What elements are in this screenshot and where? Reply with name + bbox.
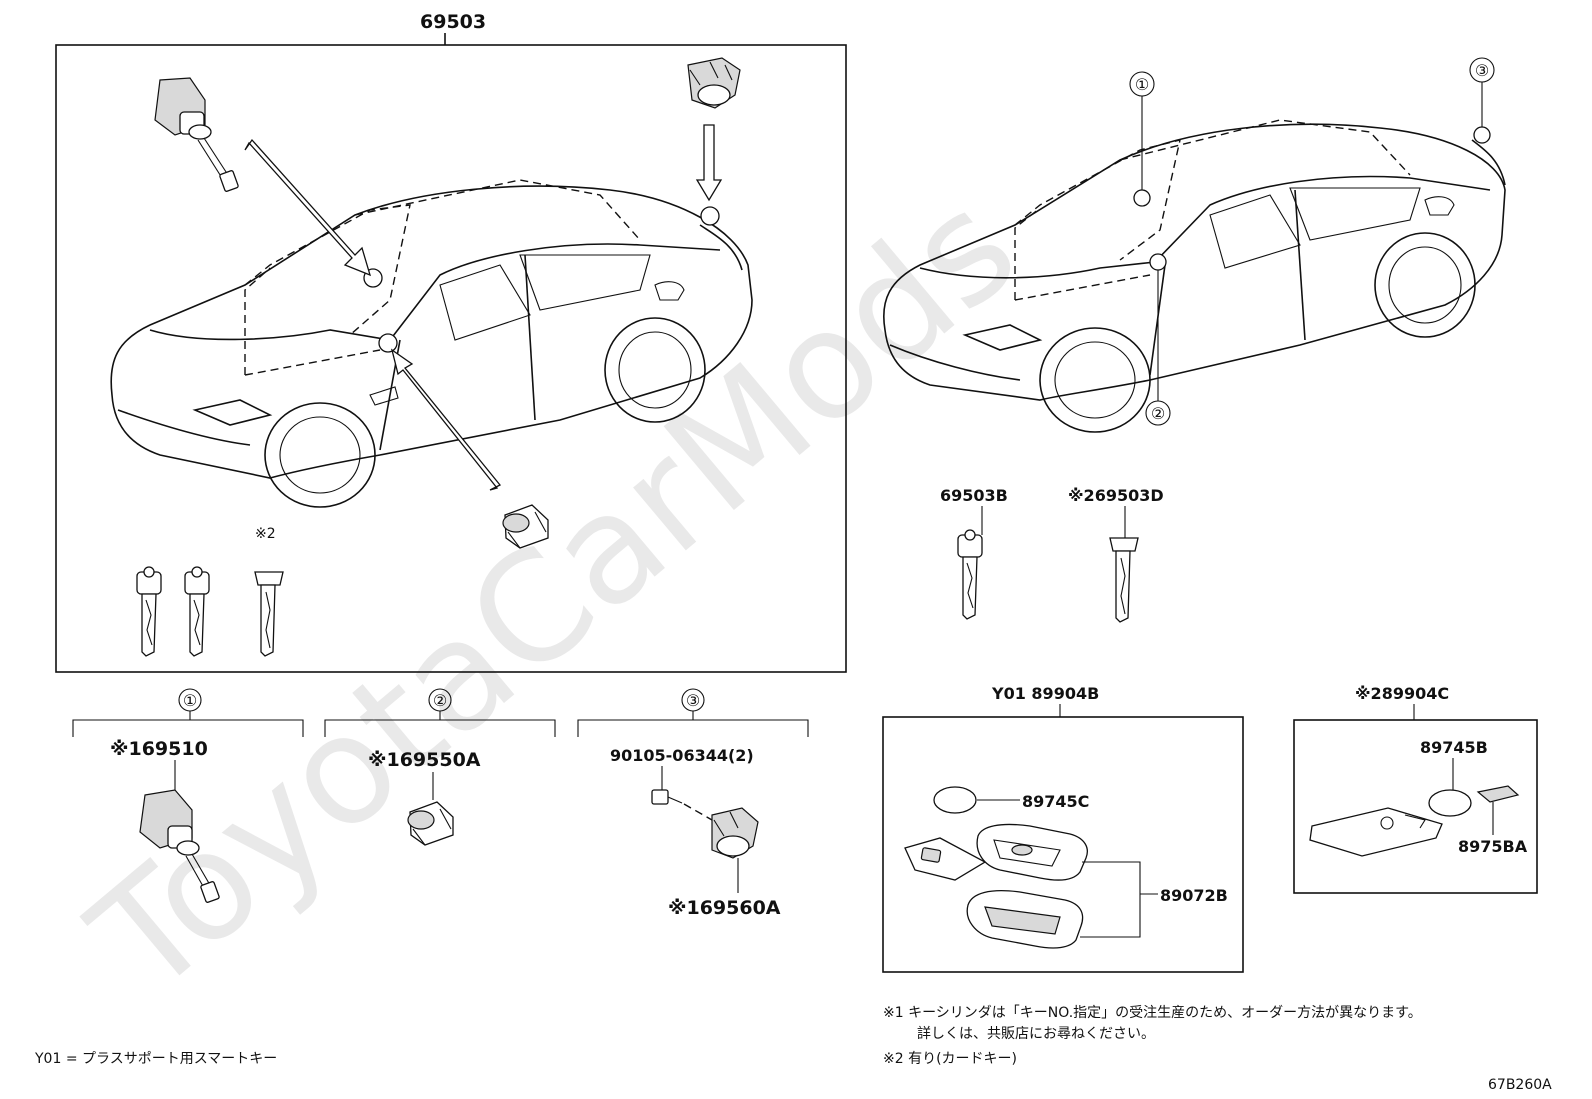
smart-key-bottom-case-icon [966,890,1084,949]
right-lock-point-3 [1473,126,1491,144]
part-69503D: ※269503D [1068,486,1164,505]
smart-key-title: Y01 89904B [991,684,1099,703]
key-3-mark: ※2 [255,526,276,542]
notes: ※1 キーシリンダは「キーNO.指定」の受注生産のため、オーダー方法が異なります… [34,1005,1552,1093]
right-callout-3: ③ [1475,61,1489,80]
part-69550A: ※169550A [368,749,481,771]
right-lock-point-2 [1149,253,1167,271]
main-part-number: 69503 [420,11,486,33]
card-key-group: ※289904C 89745B 8975BA [1293,684,1538,894]
key-3-card-blade-icon [254,571,284,657]
group-3: ③ 90105-06344(2) ※169560A [577,688,809,919]
right-keys: 69503B ※269503D [940,486,1164,623]
part-69503B: 69503B [940,486,1008,505]
group-2: ② ※169550A [324,688,556,846]
car-drawing-right [883,119,1506,433]
door-cylinder-detail-icon [407,801,454,846]
note-y01: Y01 = プラスサポート用スマートキー [34,1051,277,1067]
group-1: ① ※169510 [72,688,304,903]
part-90105-06344: 90105-06344(2) [610,746,754,765]
cover-8975BA-icon [1476,785,1520,803]
arrow-trunk [695,124,723,202]
card-key-title: ※289904C [1355,684,1449,703]
battery-89745C-icon [933,786,977,814]
arrow-door [390,348,502,491]
part-89745C: 89745C [1022,792,1089,811]
trunk-lock-detail-icon [711,807,759,859]
ignition-cylinder-icon [154,77,239,192]
part-89072B: 89072B [1160,886,1228,905]
part-89745B: 89745B [1420,738,1488,757]
callout-2: ② [433,691,447,710]
callout-3: ③ [686,691,700,710]
key-1-icon [136,566,162,657]
note-2: ※2 有り(カードキー) [883,1051,1017,1067]
main-assembly-group: 69503 [55,11,847,673]
main-frame [55,44,847,673]
part-69510: ※169510 [110,738,208,760]
lock-point-trunk [700,206,720,226]
door-cylinder-icon [502,504,549,549]
callout-1: ① [183,691,197,710]
trunk-lock-icon [687,57,741,109]
note-1-line-1: ※1 キーシリンダは「キーNO.指定」の受注生産のため、オーダー方法が異なります… [883,1005,1422,1021]
right-lock-point-1 [1133,189,1151,207]
key-69503D-icon [1109,537,1139,623]
right-callouts: ① ② ③ [1129,57,1495,426]
smart-key-top-case-icon [976,823,1088,881]
key-2-icon [184,566,210,657]
key-69503B-icon [957,529,983,620]
arrow-ignition [244,138,372,277]
right-callout-2: ② [1151,404,1165,423]
card-key-icon [1309,807,1443,857]
card-key-frame [1293,719,1538,894]
part-69560A: ※169560A [668,897,781,919]
bolt-icon [651,789,683,805]
right-callout-1: ① [1135,75,1149,94]
lock-point-door [378,333,398,353]
battery-89745B-icon [1428,789,1472,817]
smart-key-frame [882,716,1244,973]
figure-code: 67B260A [1488,1077,1552,1093]
ignition-cylinder-detail-icon [139,789,220,903]
part-8975BA: 8975BA [1458,837,1528,856]
key-insert-icon [904,837,987,881]
car-drawing-left [110,179,753,508]
smart-key-group: Y01 89904B 89745C 89072B [882,684,1244,973]
note-1-line-2: 詳しくは、共販店にお尋ねください。 [917,1026,1155,1042]
